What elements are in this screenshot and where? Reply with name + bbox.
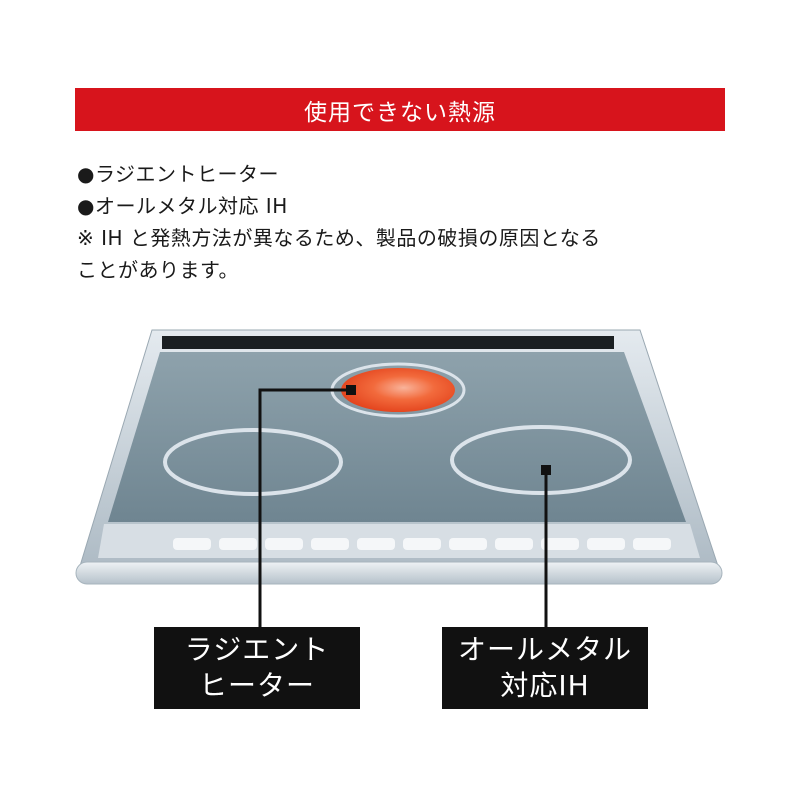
control-button <box>265 538 303 550</box>
caution-text-line1: ※ IH と発熱方法が異なるため、製品の破損の原因となる <box>77 226 601 250</box>
control-button <box>219 538 257 550</box>
control-button <box>633 538 671 550</box>
right-burner-ring <box>450 425 632 495</box>
rear-vent <box>162 336 614 349</box>
left-burner-ring <box>163 428 343 496</box>
allmetal-callout-dot <box>541 465 551 475</box>
control-button <box>357 538 395 550</box>
control-button <box>449 538 487 550</box>
note-item-radiant: ●ラジエントヒーター <box>77 162 280 186</box>
radiant-callout-dot <box>346 385 356 395</box>
control-button <box>541 538 579 550</box>
allmetal-ih-label: オールメタル 対応IH <box>442 627 648 709</box>
radiant-heater-label: ラジエント ヒーター <box>154 627 360 709</box>
control-buttons <box>173 538 671 550</box>
radiant-label-line2: ヒーター <box>198 669 315 702</box>
glass-top <box>108 352 686 522</box>
front-lip <box>75 561 723 585</box>
caution-text-line2: ことがあります。 <box>77 258 239 282</box>
banner-title: 使用できない熱源 <box>75 88 725 131</box>
control-button <box>587 538 625 550</box>
radiant-label-line1: ラジエント <box>184 633 330 666</box>
note-item-allmetal: ●オールメタル対応 IH <box>77 194 288 218</box>
allmetal-label-line1: オールメタル <box>457 633 632 666</box>
control-button <box>173 538 211 550</box>
control-button <box>403 538 441 550</box>
allmetal-label-line2: 対応IH <box>500 669 590 702</box>
radiant-callout-line <box>258 388 351 627</box>
control-button <box>495 538 533 550</box>
notes-list: ●ラジエントヒーター ●オールメタル対応 IH ※ IH と発熱方法が異なるため… <box>77 158 737 286</box>
radiant-heater-hot-zone <box>341 368 455 412</box>
control-button <box>311 538 349 550</box>
